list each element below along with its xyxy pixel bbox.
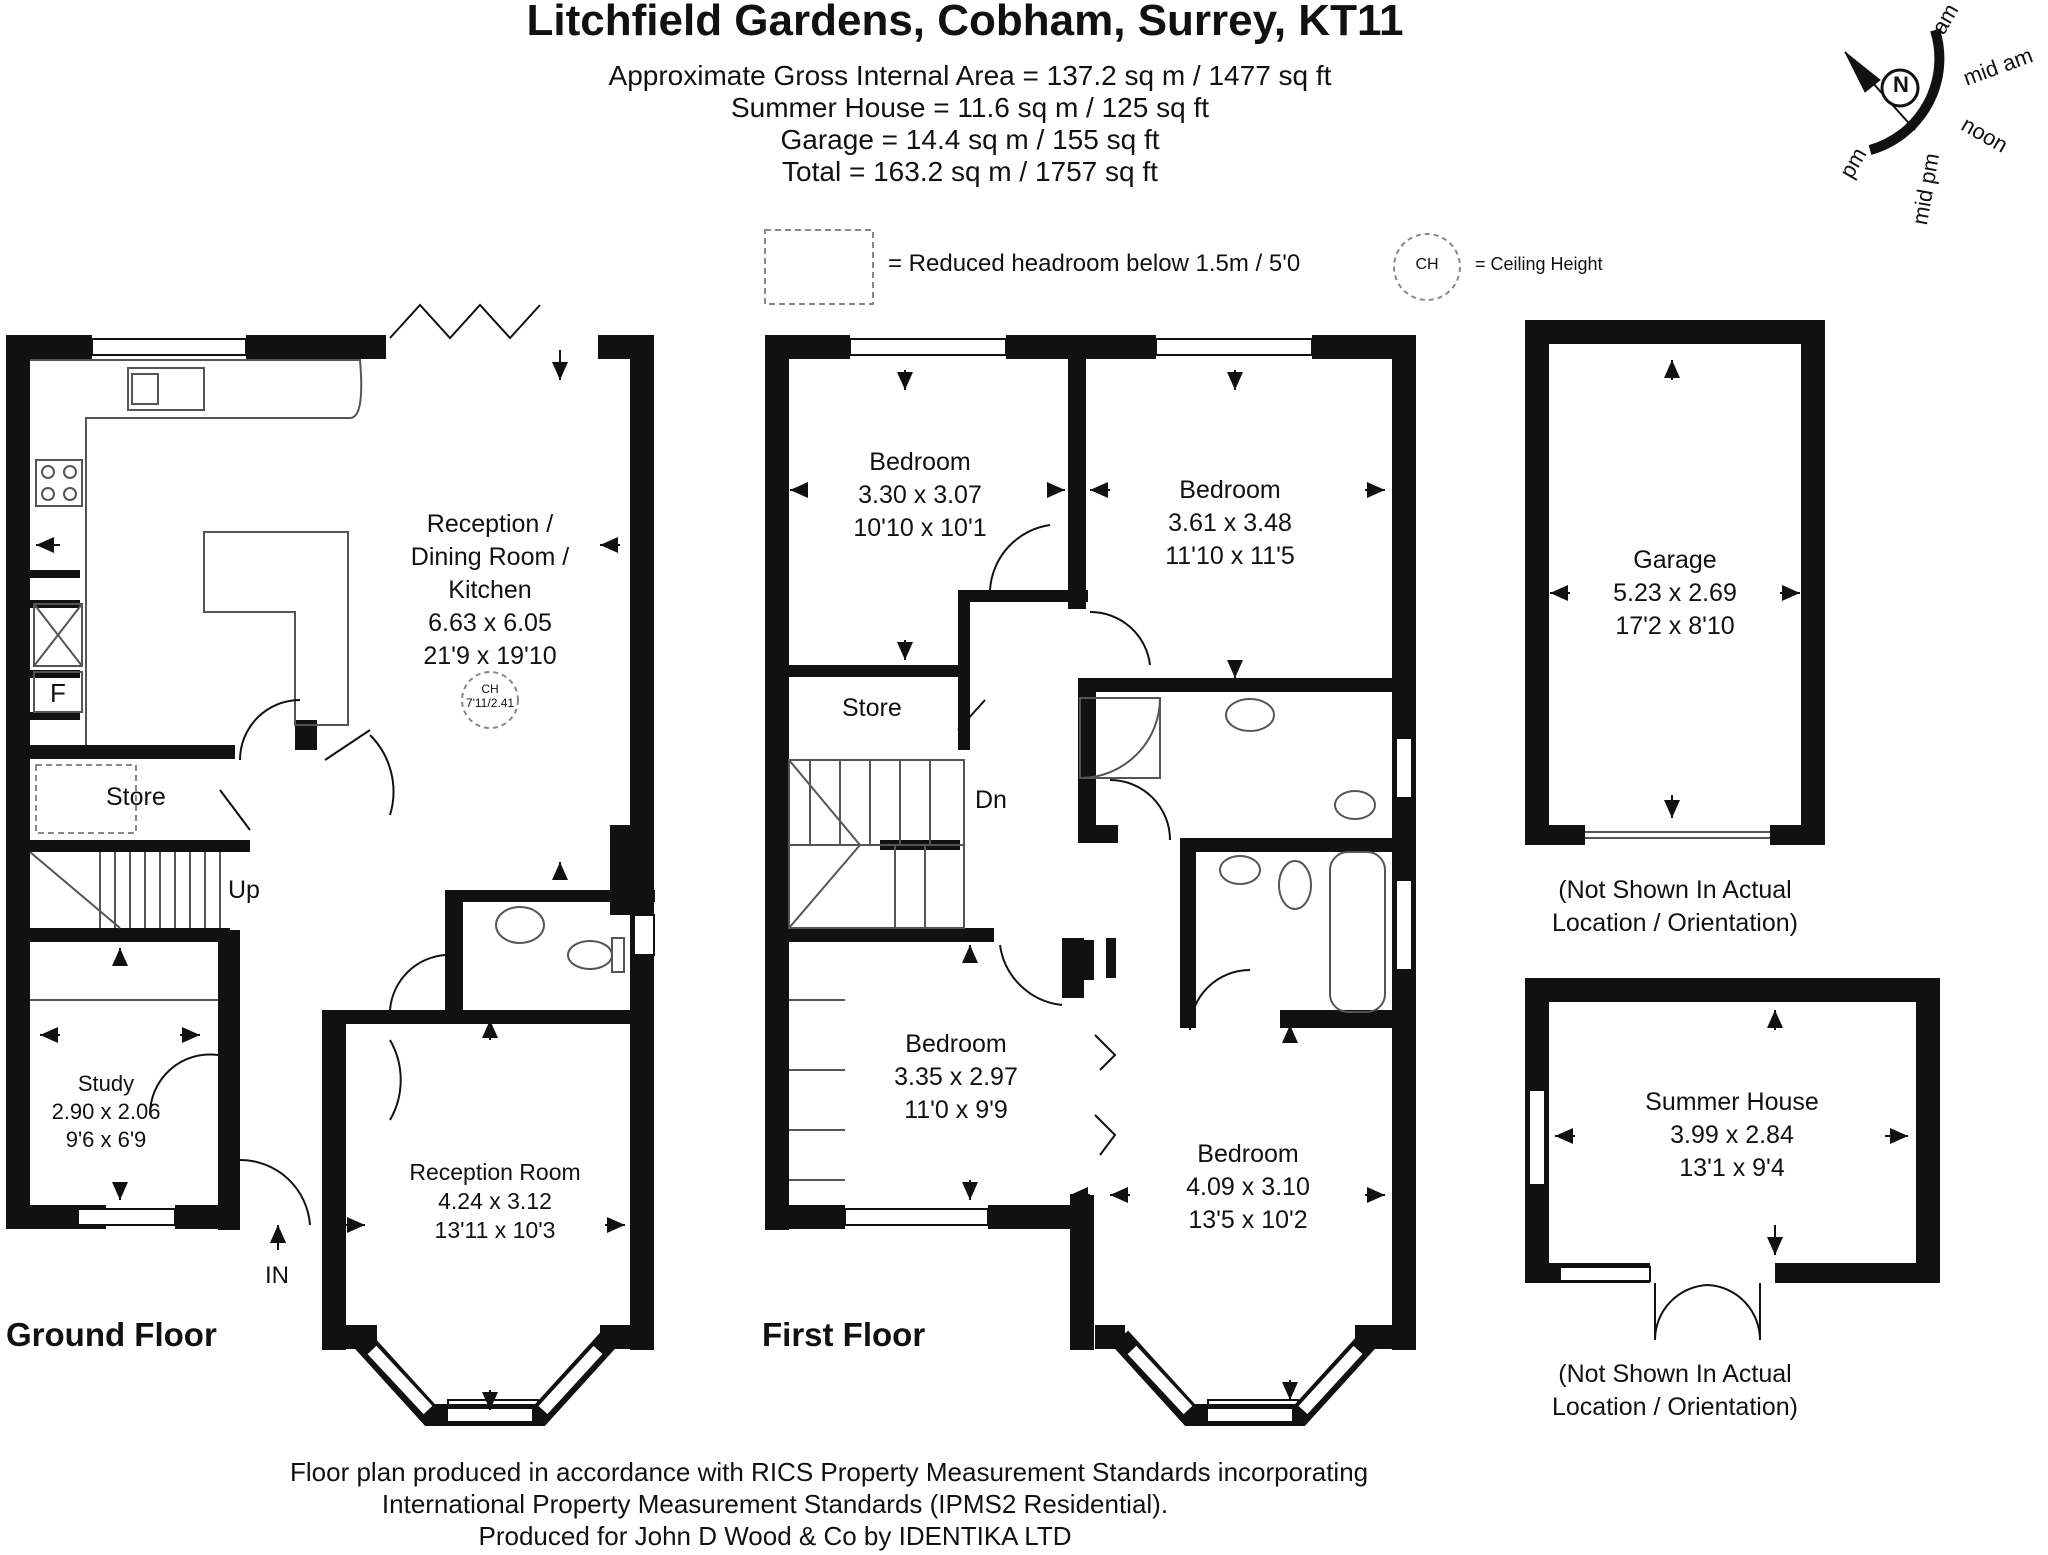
reduced-headroom-swatch	[764, 229, 874, 305]
room-garage: Garage 5.23 x 2.69 17'2 x 8'10	[1613, 546, 1737, 640]
area-summary: Approximate Gross Internal Area = 137.2 …	[520, 60, 1420, 188]
first-floor-stairs	[788, 759, 965, 929]
room-summer-house: Summer House 3.99 x 2.84 13'1 x 9'4	[1645, 1088, 1819, 1182]
first-floor-label: First Floor	[762, 1316, 926, 1353]
fridge-label: F	[50, 678, 66, 708]
ground-floor-windows	[77, 338, 655, 1417]
footer-note: Floor plan produced in accordance with R…	[290, 1456, 1369, 1552]
area-line-summer-house: Summer House = 11.6 sq m / 125 sq ft	[730, 92, 1210, 123]
room-store-ground: Store	[106, 783, 166, 811]
room-bedroom-2: Bedroom 3.61 x 3.48 11'10 x 11'5	[1165, 476, 1295, 570]
entrance-label: IN	[265, 1262, 289, 1289]
summer-house-location-note: (Not Shown In Actual Location / Orientat…	[1552, 1360, 1798, 1421]
footer-line-3: Produced for John D Wood & Co by IDENTIK…	[478, 1521, 1072, 1551]
ground-floor-stairs	[29, 851, 221, 929]
legend-ceiling-height-label: = Ceiling Height	[1475, 254, 1603, 274]
room-reception-room: Reception Room 4.24 x 3.12 13'11 x 10'3	[409, 1159, 581, 1243]
compass-rose	[1844, 28, 1945, 155]
ceiling-height-swatch	[1393, 233, 1461, 301]
summer-house-dimension-arrows	[1555, 1010, 1908, 1255]
garage-location-note: (Not Shown In Actual Location / Orientat…	[1552, 876, 1798, 937]
legend-reduced-headroom-label: = Reduced headroom below 1.5m / 5'0	[888, 250, 1301, 277]
summer-house-walls	[1525, 978, 1940, 1283]
first-floor-doors	[957, 524, 1251, 1156]
area-line-garage: Garage = 14.4 sq m / 155 sq ft	[780, 124, 1160, 155]
area-line-gross: Approximate Gross Internal Area = 137.2 …	[608, 60, 1332, 91]
room-bedroom-1: Bedroom 3.30 x 3.07 10'10 x 10'1	[853, 448, 987, 542]
first-floor-windows	[844, 338, 1413, 1417]
footer-line-1: Floor plan produced in accordance with R…	[290, 1457, 1369, 1487]
footer-line-2: International Property Measurement Stand…	[381, 1489, 1169, 1519]
garage-dimension-arrows	[1550, 360, 1800, 818]
ch-label: CH 7'11/2.41	[465, 682, 515, 710]
page-title: Litchfield Gardens, Cobham, Surrey, KT11	[526, 0, 1404, 45]
ground-floor-doors	[148, 699, 446, 1226]
legend-ch-symbol: CH	[1415, 256, 1439, 273]
room-study: Study 2.90 x 2.06 9'6 x 6'9	[51, 1071, 161, 1152]
room-bedroom-4: Bedroom 4.09 x 3.10 13'5 x 10'2	[1186, 1140, 1310, 1234]
kitchen-units	[30, 303, 541, 745]
stairs-down-label: Dn	[975, 786, 1007, 814]
first-floor-dimension-arrows	[790, 370, 1385, 1400]
ch-marker	[461, 671, 519, 729]
garage-walls	[1525, 320, 1825, 845]
area-line-total: Total = 163.2 sq m / 1757 sq ft	[782, 156, 1158, 187]
store-reduced-headroom	[35, 764, 137, 834]
compass-north-label: N	[1893, 72, 1909, 97]
room-reception-dining-kitchen: Reception / Dining Room / Kitchen 6.63 x…	[410, 510, 570, 670]
room-store-first: Store	[842, 694, 902, 722]
stairs-up-label: Up	[228, 876, 260, 904]
first-floor-walls	[765, 335, 1416, 1350]
ground-floor-label: Ground Floor	[6, 1316, 217, 1353]
room-bedroom-3: Bedroom 3.35 x 2.97 11'0 x 9'9	[894, 1030, 1018, 1124]
